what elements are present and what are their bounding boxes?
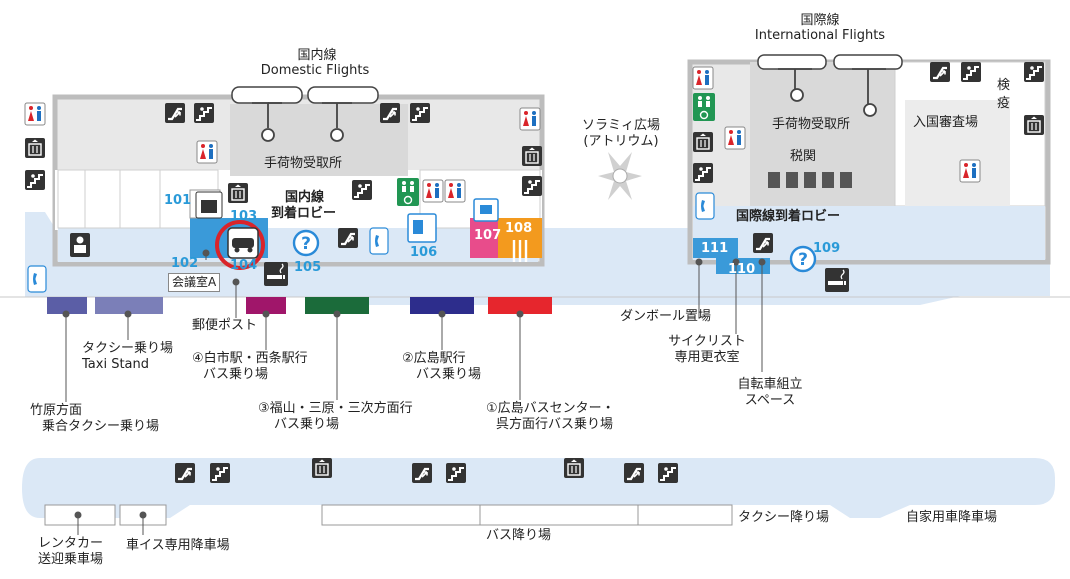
takehara-label-1: 竹原方面 (30, 403, 83, 418)
cyclist-room-label-2: 専用更衣室 (674, 350, 740, 365)
bus-stop-3-label-1: ③福山・三原・三次方面行 (258, 401, 413, 416)
private-car-dropoff-label: 自家用車降車場 (906, 510, 998, 525)
bus-stop-2-label-2: バス乗り場 (416, 367, 482, 382)
cyclist-room-label-1: サイクリスト (668, 334, 746, 349)
international-arrival-lobby: 国際線到着ロビー (736, 209, 841, 224)
meeting-room-a: 会議室A (168, 273, 221, 292)
taxi-dropoff-label: タクシー降り場 (738, 510, 830, 525)
room-104: 104 (230, 258, 258, 273)
lower-floor-area (22, 458, 1055, 518)
room-105: 105 (294, 260, 322, 275)
room-108: 108 (505, 221, 533, 236)
international-label-ja: 国際線 (800, 13, 840, 28)
bus-stop-4-label-1: ④白市駅・西条駅行 (192, 351, 308, 366)
atrium-label-2: (アトリウム) (583, 134, 659, 149)
quarantine-label-1: 検 (997, 78, 1011, 93)
atrium-icon (598, 152, 642, 200)
quarantine-label-2: 疫 (997, 96, 1011, 111)
bus-stop-4-label-2: バス乗り場 (203, 367, 269, 382)
bike-assembly-label-2: スペース (744, 393, 796, 408)
room-109: 109 (813, 241, 841, 256)
domestic-label-en: Domestic Flights (260, 63, 370, 78)
bus-stop-1-label-2: 呉方面行バス乗り場 (496, 417, 614, 432)
bus-stop-3-bar (305, 297, 369, 314)
post-box-label: 郵便ポスト (192, 318, 258, 333)
bus-stop-1-bar (488, 297, 552, 314)
international-baggage-claim: 手荷物受取所 (772, 117, 851, 132)
room-106: 106 (410, 245, 438, 260)
immigration-label: 入国審査場 (913, 115, 979, 130)
domestic-arrival-lobby-line2: 到着ロビー (271, 206, 337, 221)
bus-stop-3-label-2: バス乗り場 (274, 417, 340, 432)
international-label-en: International Flights (754, 28, 886, 43)
takehara-label-2: 乗合タクシー乗り場 (42, 419, 160, 434)
domestic-label-ja: 国内線 (297, 48, 337, 63)
room-101: 101 (164, 193, 192, 208)
customs-label: 税関 (790, 149, 817, 164)
cardboard-area-label: ダンボール置場 (620, 309, 712, 324)
rental-car-label-1: レンタカー (38, 536, 104, 551)
room-111: 111 (701, 241, 729, 256)
rental-car-label-2: 送迎乗車場 (38, 552, 104, 567)
domestic-baggage-claim: 手荷物受取所 (264, 156, 343, 171)
atrium-label-1: ソラミィ広場 (581, 118, 660, 133)
room-102: 102 (171, 256, 199, 271)
wheelchair-dropoff-label: 車イス専用降車場 (126, 538, 230, 553)
bus-stop-2-bar (410, 297, 474, 314)
taxi-stand-bar (47, 297, 87, 314)
taxi-stand-label-ja: タクシー乗り場 (82, 341, 174, 356)
bike-assembly-label-1: 自転車組立 (737, 377, 803, 392)
room-103: 103 (230, 209, 258, 224)
bus-stop-4-bar (246, 297, 286, 314)
room-107: 107 (474, 228, 502, 243)
room-110: 110 (728, 262, 756, 277)
bus-stop-2-label-1: ②広島駅行 (402, 351, 466, 366)
bus-stop-1-label-1: ①広島バスセンター・ (486, 401, 615, 416)
taxi-stand-label-en: Taxi Stand (82, 357, 149, 372)
bus-dropoff-label: バス降り場 (486, 528, 552, 543)
domestic-arrival-lobby-line1: 国内線 (285, 190, 325, 205)
current-location-marker (215, 220, 265, 270)
